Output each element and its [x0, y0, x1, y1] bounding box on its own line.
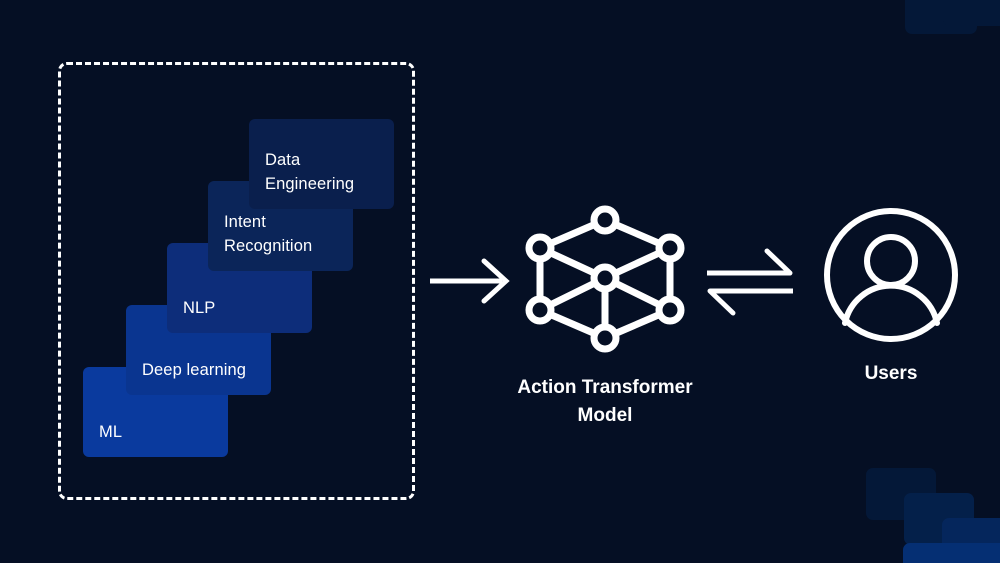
- model-caption-line-2: Model: [577, 404, 633, 426]
- action-transformer-model: Action Transformer Model: [497, 198, 713, 436]
- users-caption: Users: [864, 363, 918, 384]
- capability-card-label: Deep learning: [142, 361, 247, 380]
- capability-card-label: NLP: [183, 299, 216, 318]
- decoration-block: [903, 543, 1000, 563]
- model-caption: Action Transformer Model: [497, 374, 713, 429]
- model-caption-line-1: Action Transformer: [517, 377, 693, 398]
- capability-card-label: ML: [99, 423, 123, 442]
- network-node-icon: [525, 205, 685, 353]
- decoration-block: [943, 0, 1000, 26]
- user-avatar-icon: [824, 208, 958, 342]
- capability-group-box: [58, 62, 415, 500]
- arrow-right-icon: [430, 258, 510, 304]
- arrow-exchange-icon: [707, 248, 793, 316]
- users-node: Users: [795, 198, 987, 436]
